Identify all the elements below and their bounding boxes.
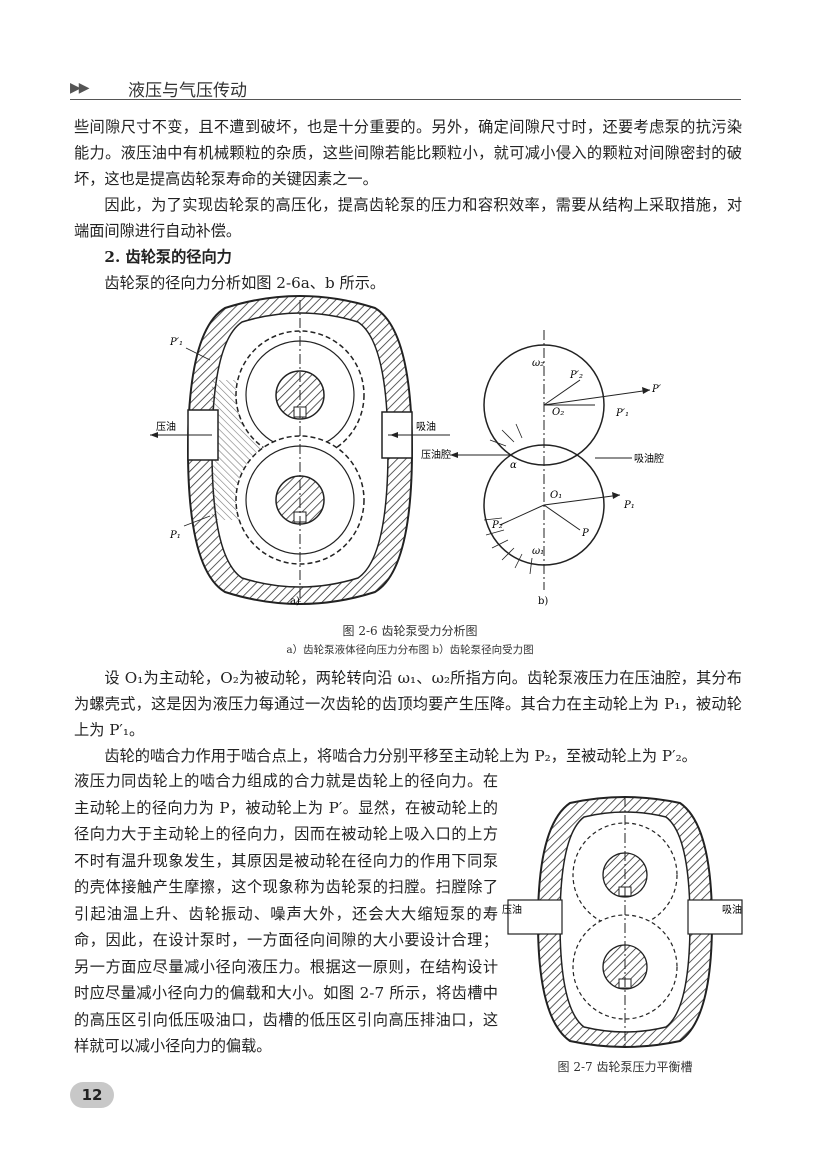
body-text-middle: 设 O₁为主动轮，O₂为被动轮，两轮转向沿 ω₁、ω₂所指方向。齿轮泵液压力在压… xyxy=(74,665,742,769)
label-suck-cavity: 吸油腔 xyxy=(634,452,664,465)
figure-2-7-caption: 图 2-7 齿轮泵压力平衡槽 xyxy=(557,1060,693,1074)
label-o2: O₂ xyxy=(552,407,564,418)
paragraph-1: 些间隙尺寸不变，且不遭到破坏，也是十分重要的。另外，确定间隙尺寸时，还要考虑泵的… xyxy=(74,118,742,188)
figure-2-6-subcaption: a）齿轮泵液体径向压力分布图 b）齿轮泵径向受力图 xyxy=(286,644,534,656)
label-omega1: ω₁ xyxy=(532,546,544,557)
header-rule xyxy=(70,99,741,100)
label-press-cavity: 压油腔 xyxy=(421,448,451,461)
paragraph-3: 齿轮泵的径向力分析如图 2-6a、b 所示。 xyxy=(104,274,386,292)
paragraph-6: 液压力同齿轮上的啮合力组成的合力就是齿轮上的径向力。在主动轮上的径向力为 P，被… xyxy=(74,772,498,1055)
paragraph-5: 齿轮的啮合力作用于啮合点上，将啮合力分别平移至主动轮上为 P₂，至被动轮上为 P… xyxy=(104,747,697,765)
figure-2-6b-radial-force-diagram: ω₂ O₂ P′₂ P′ P′₁ α 压油腔 吸油腔 O₁ P₁ P₂ P ω₁… xyxy=(421,330,664,607)
fig27-label-press-oil: 压油 xyxy=(502,903,522,916)
label-omega2: ω₂ xyxy=(532,358,544,369)
figure-2-6a-pump-pressure-distribution: 压油 吸油 P′₁ P₁ a) xyxy=(150,295,450,607)
body-text-top: 些间隙尺寸不变，且不遭到破坏，也是十分重要的。另外，确定间隙尺寸时，还要考虑泵的… xyxy=(74,114,742,296)
label-pprime: P′ xyxy=(651,384,662,395)
paragraph-4: 设 O₁为主动轮，O₂为被动轮，两轮转向沿 ω₁、ω₂所指方向。齿轮泵液压力在压… xyxy=(74,669,742,739)
label-o1: O₁ xyxy=(550,490,562,501)
pressure-arrows xyxy=(483,423,533,575)
page-number: 12 xyxy=(70,1082,114,1108)
label-p1prime-b: P′₁ xyxy=(615,408,629,419)
label-p: P xyxy=(581,528,589,539)
label-p2prime: P′₂ xyxy=(569,370,583,381)
label-p1-b: P₁ xyxy=(623,500,635,511)
fig27-label-suck-oil: 吸油 xyxy=(722,903,742,916)
body-text-wrapped: 液压力同齿轮上的啮合力组成的合力就是齿轮上的径向力。在主动轮上的径向力为 P，被… xyxy=(74,768,498,1060)
label-alpha: α xyxy=(510,460,517,471)
label-press-oil: 压油 xyxy=(156,420,176,433)
paragraph-2: 因此，为了实现齿轮泵的高压化，提高齿轮泵的压力和容积效率，需要从结构上采取措施，… xyxy=(74,196,742,240)
section-heading: 2. 齿轮泵的径向力 xyxy=(104,248,232,266)
figure-2-6a-label: a) xyxy=(290,596,300,607)
figure-2-7-pressure-balance-groove: 压油 吸油 xyxy=(502,796,743,1048)
label-suck-oil: 吸油 xyxy=(416,420,436,433)
label-p1prime: P′₁ xyxy=(169,337,183,348)
figure-2-6b-label: b) xyxy=(538,596,548,607)
figure-2-6-caption: 图 2-6 齿轮泵受力分析图 xyxy=(342,624,478,638)
label-p1: P₁ xyxy=(169,530,181,541)
header-arrows-icon: ▶▶ xyxy=(70,80,89,96)
label-p2: P₂ xyxy=(491,520,503,531)
running-header-title: 液压与气压传动 xyxy=(128,81,247,101)
